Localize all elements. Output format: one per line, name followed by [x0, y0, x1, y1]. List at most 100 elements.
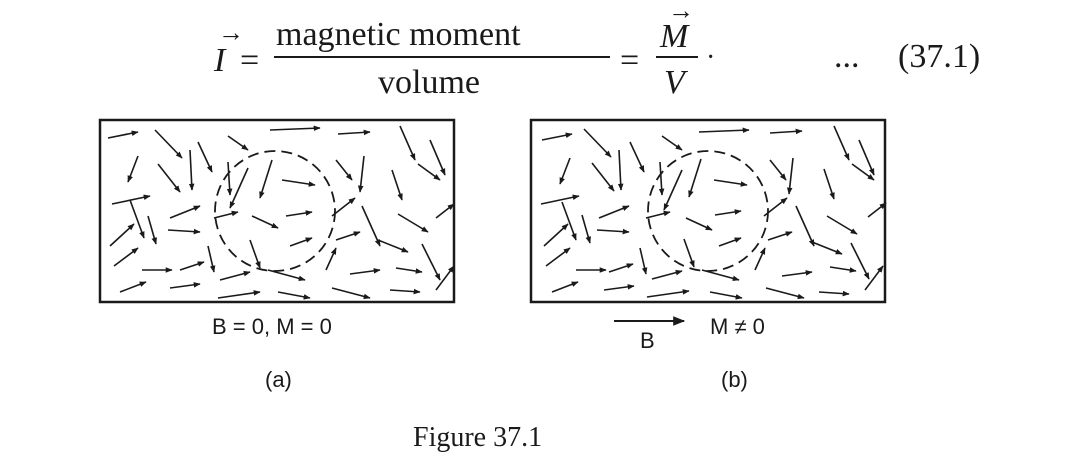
- dipole-arrow: [541, 132, 573, 141]
- dipole-arrow: [357, 155, 365, 193]
- dipole-arrow: [167, 228, 201, 235]
- trailing-dot: ·: [706, 42, 716, 73]
- panel-b-frame: [529, 118, 887, 304]
- dipole-arrow: [701, 269, 740, 282]
- dipole-arrow: [429, 139, 446, 176]
- panel-a-dashed-circle: [214, 150, 336, 272]
- dipole-arrow: [285, 210, 313, 217]
- dipole-arrow: [435, 265, 455, 291]
- dipole-arrow: [823, 168, 835, 200]
- dipole-arrow: [249, 239, 261, 269]
- dipole-arrow: [391, 169, 403, 201]
- dipole-arrow: [561, 201, 577, 241]
- dipole-arrow: [646, 289, 690, 298]
- dipole-arrow: [289, 237, 313, 247]
- dipole-arrow: [113, 247, 139, 267]
- dipole-arrow: [714, 209, 742, 216]
- dipole-arrow: [651, 269, 683, 280]
- dipole-arrow: [581, 214, 591, 244]
- equals-sign-2: =: [620, 42, 640, 79]
- dipole-arrow: [629, 141, 645, 173]
- dipole-arrow: [188, 149, 195, 191]
- dipole-arrow: [421, 243, 441, 281]
- rhs-numerator: M: [660, 18, 689, 55]
- dipole-arrow: [157, 163, 181, 193]
- dipole-arrow: [765, 287, 805, 300]
- dipole-arrow: [251, 215, 279, 229]
- dipole-arrow: [661, 135, 683, 151]
- dipole-arrow: [754, 247, 766, 271]
- dipole-arrow: [767, 231, 793, 241]
- equals-sign-1: =: [240, 42, 260, 79]
- dipole-arrow: [639, 247, 648, 275]
- dipole-arrow: [781, 270, 813, 277]
- dipole-arrow: [826, 215, 858, 235]
- dipole-arrow: [591, 162, 615, 192]
- dipole-arrow: [229, 167, 249, 209]
- dipole-arrow: [179, 261, 205, 271]
- lhs-vector-I: → I: [214, 20, 244, 79]
- dipole-arrow: [795, 205, 815, 247]
- dipole-arrow: [698, 127, 750, 134]
- dipole-arrow: [818, 290, 850, 297]
- dipole-arrow: [858, 139, 875, 176]
- dipole-arrow: [277, 291, 311, 300]
- dipole-arrow: [111, 194, 151, 205]
- panel-a: [98, 118, 456, 304]
- dipole-arrow: [685, 217, 713, 231]
- dipole-arrow: [709, 291, 743, 300]
- dipole-arrow: [543, 223, 569, 247]
- dipole-arrow: [217, 290, 261, 299]
- dipole-arrow: [259, 159, 273, 199]
- dipole-arrow: [331, 197, 356, 217]
- dipole-arrow: [850, 242, 870, 280]
- dipole-arrow: [147, 215, 157, 245]
- fraction-bar: [274, 56, 610, 58]
- dipole-arrow: [559, 157, 571, 185]
- dipole-arrow: [377, 239, 409, 253]
- dipole-arrow: [645, 210, 671, 219]
- dipole-arrow: [361, 205, 381, 247]
- dipole-arrow: [169, 205, 201, 219]
- dipole-arrow: [269, 125, 321, 132]
- dipole-arrow: [109, 223, 135, 247]
- figure-caption: Figure 37.1: [413, 422, 543, 453]
- panel-a-sublabel: (a): [265, 367, 292, 392]
- dipole-arrow: [227, 135, 249, 151]
- dipole-arrow: [197, 141, 213, 173]
- dipole-arrow: [658, 161, 665, 196]
- lhs-symbol: I: [214, 42, 226, 79]
- dipole-arrow: [226, 161, 233, 196]
- dipole-arrow: [718, 237, 742, 247]
- dipole-arrow: [417, 163, 441, 181]
- rhs-vector-M: → M: [660, 0, 694, 55]
- dipole-arrow: [337, 129, 371, 136]
- panel-b-sublabel: (b): [721, 367, 748, 392]
- dipole-arrow: [395, 267, 423, 274]
- dipole-arrow: [663, 169, 683, 211]
- rhs-denominator: V: [664, 64, 685, 101]
- dipole-arrow: [551, 281, 579, 293]
- field-label-B: B: [640, 328, 655, 353]
- panel-b-dipole-arrows: [540, 125, 887, 300]
- panel-a-frame: [98, 118, 456, 304]
- dipole-arrow: [169, 282, 201, 289]
- dipole-arrow: [435, 203, 455, 219]
- dipole-arrow: [219, 270, 251, 281]
- dipole-arrow: [213, 210, 239, 219]
- vector-arrow: →: [218, 18, 244, 47]
- dipole-arrow: [335, 231, 361, 241]
- dipole-arrow: [833, 125, 850, 161]
- dipole-arrow: [867, 202, 887, 218]
- dipole-arrow: [349, 268, 381, 275]
- dipole-arrow: [829, 266, 857, 273]
- dipole-arrow: [127, 155, 139, 183]
- dipole-arrow: [713, 179, 748, 187]
- dipole-arrow: [545, 247, 571, 267]
- equation-number: (37.1): [898, 38, 981, 75]
- dipole-arrow: [583, 128, 612, 158]
- dipole-arrow: [786, 157, 794, 195]
- dipole-arrow: [864, 265, 884, 291]
